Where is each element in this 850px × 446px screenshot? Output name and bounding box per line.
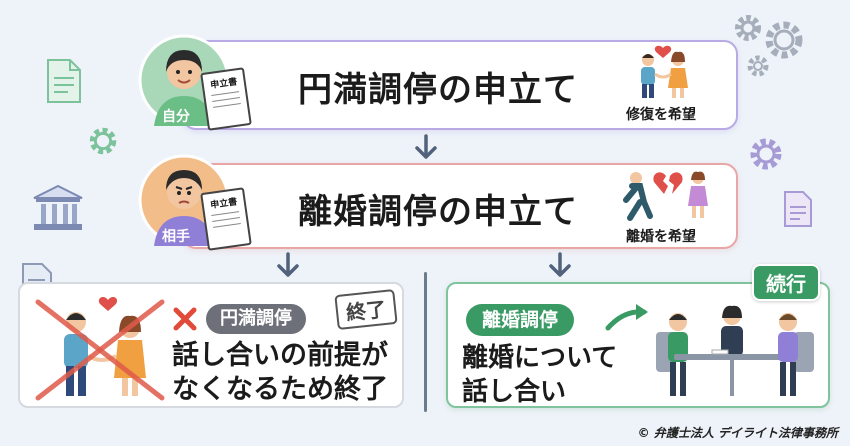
petition-label: 申立書	[209, 77, 238, 91]
gear-icon	[89, 127, 117, 155]
step1-caption: 修復を希望	[626, 107, 696, 123]
down-arrow-icon	[277, 252, 299, 277]
couple-reconcile-icon	[641, 45, 688, 98]
mediation-badge: 円満調停	[206, 304, 306, 334]
ended-stamp: 終了	[334, 288, 398, 331]
meeting-table-icon	[656, 305, 814, 396]
curved-arrow-icon	[605, 304, 648, 331]
step2-caption: 離婚を希望	[626, 229, 696, 245]
right-result-line2: 話し合い	[462, 377, 567, 407]
petition-document: 申立書	[200, 187, 252, 251]
continue-badge: 続行	[752, 264, 820, 301]
document-icon	[784, 191, 812, 227]
cross-icon	[173, 307, 197, 331]
left-result-line1: 話し合いの前提が	[172, 340, 388, 371]
right-result-line1: 離婚について	[462, 343, 618, 373]
self-label: 自分	[162, 109, 190, 125]
courthouse-icon	[33, 184, 83, 230]
divorce-mediation-badge: 離婚調停	[466, 304, 575, 336]
broken-heart-icon	[623, 171, 708, 221]
step2-title: 離婚調停の申立て	[298, 192, 578, 232]
petition-label: 申立書	[209, 197, 238, 211]
opponent-label: 相手	[162, 229, 190, 245]
petition-document: 申立書	[200, 67, 252, 131]
divider	[424, 272, 427, 412]
gear-icon	[750, 138, 782, 170]
gears-icon	[735, 15, 803, 77]
down-arrow-icon	[549, 252, 571, 277]
document-icon	[47, 59, 81, 103]
down-arrow-icon	[415, 134, 437, 159]
couple-crossed-out-icon	[35, 297, 165, 401]
right-result-box	[446, 282, 830, 408]
copyright-text: © 弁護士法人 デイライト法律事務所	[637, 426, 838, 440]
left-result-line2: なくなるため終了	[172, 374, 388, 405]
step1-title: 円満調停の申立て	[298, 70, 578, 110]
